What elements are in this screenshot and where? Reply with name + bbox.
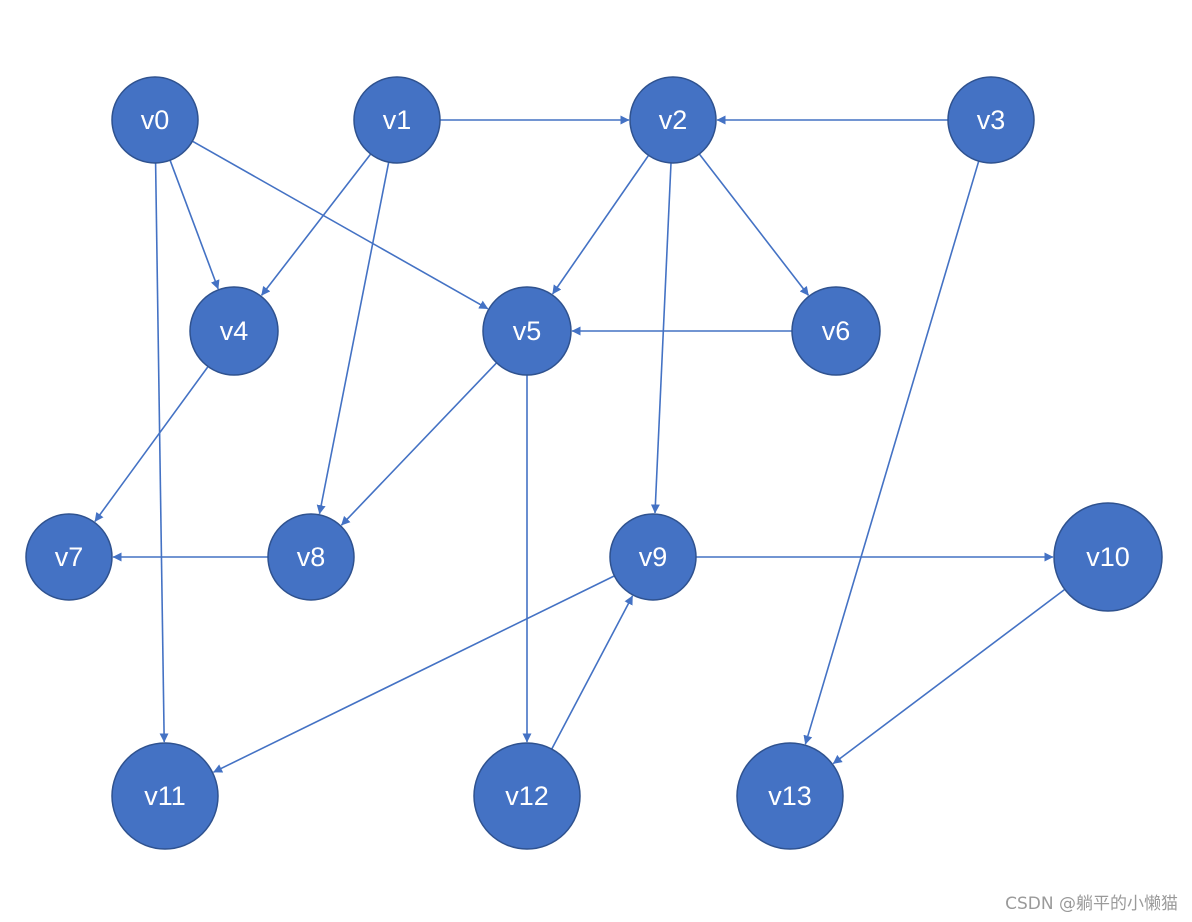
node-v10: v10 [1053, 502, 1163, 612]
node-circle-v5 [482, 286, 572, 376]
edge-v2-to-v5 [551, 154, 650, 295]
node-circle-v6 [791, 286, 881, 376]
node-label-v13: v13 [768, 781, 812, 811]
node-circle-v10 [1053, 502, 1163, 612]
edge-v0-to-v5 [192, 140, 489, 310]
edge-v9-to-v11 [213, 575, 615, 773]
edge-v0-to-v11 [154, 162, 169, 743]
node-v3: v3 [947, 76, 1035, 164]
edge-v2-to-v6 [698, 153, 810, 296]
node-circle-v13 [736, 742, 844, 850]
node-v0: v0 [111, 76, 199, 164]
node-v7: v7 [25, 513, 113, 601]
node-label-v5: v5 [513, 316, 542, 346]
node-label-v7: v7 [55, 542, 84, 572]
node-v9: v9 [609, 513, 697, 601]
node-label-v3: v3 [977, 105, 1006, 135]
edge-v2-to-v9 [650, 162, 672, 514]
edge-v10-to-v13 [832, 588, 1066, 765]
node-v4: v4 [189, 286, 279, 376]
node-circle-v4 [189, 286, 279, 376]
node-circle-v7 [25, 513, 113, 601]
node-v6: v6 [791, 286, 881, 376]
node-v2: v2 [629, 76, 717, 164]
edges-layer [94, 115, 1066, 773]
node-label-v10: v10 [1086, 542, 1130, 572]
edge-v3-to-v13 [803, 160, 980, 745]
node-label-v11: v11 [144, 781, 186, 811]
node-circle-v3 [947, 76, 1035, 164]
node-label-v4: v4 [220, 316, 249, 346]
node-label-v0: v0 [141, 105, 170, 135]
edge-v12-to-v9 [550, 595, 634, 750]
node-label-v6: v6 [822, 316, 851, 346]
node-circle-v2 [629, 76, 717, 164]
node-circle-v9 [609, 513, 697, 601]
node-circle-v12 [473, 742, 581, 850]
edge-v0-to-v4 [169, 160, 220, 290]
node-circle-v1 [353, 76, 441, 164]
node-v13: v13 [736, 742, 844, 850]
node-circle-v8 [267, 513, 355, 601]
edge-v4-to-v7 [94, 366, 209, 522]
node-v8: v8 [267, 513, 355, 601]
watermark-text: CSDN @躺平的小懒猫 [1005, 894, 1178, 914]
edge-v1-to-v8 [316, 162, 390, 515]
node-v11: v11 [111, 742, 219, 850]
node-label-v12: v12 [505, 781, 549, 811]
nodes-layer: v0 v1 v2 v3 v4 v5 v6 v7 v8 v9 v10 v11 v12 v13 [25, 76, 1163, 850]
node-v5: v5 [482, 286, 572, 376]
node-circle-v0 [111, 76, 199, 164]
node-v1: v1 [353, 76, 441, 164]
edge-v5-to-v8 [340, 362, 498, 526]
node-label-v1: v1 [383, 105, 412, 135]
node-circle-v11 [111, 742, 219, 850]
node-v12: v12 [473, 742, 581, 850]
edge-v1-to-v4 [260, 153, 372, 296]
node-label-v2: v2 [659, 105, 688, 135]
node-label-v8: v8 [297, 542, 326, 572]
node-label-v9: v9 [639, 542, 668, 572]
